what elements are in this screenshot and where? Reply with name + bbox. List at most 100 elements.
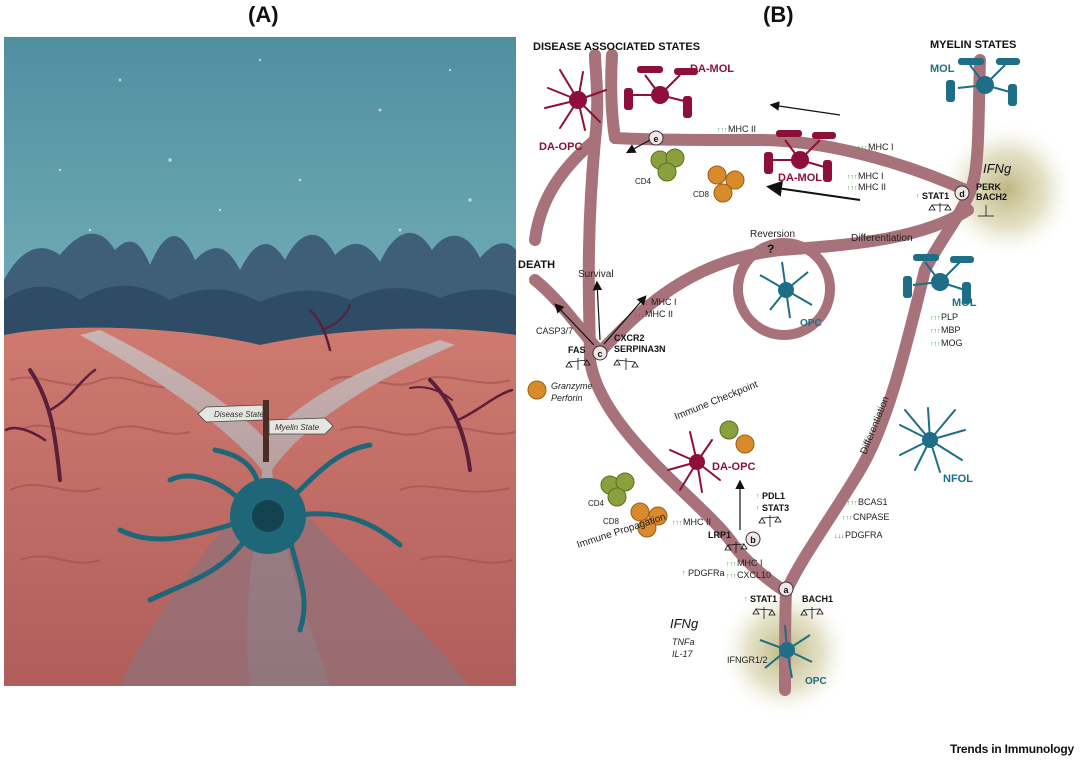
scale-icon-c-left: [565, 358, 591, 370]
cxcl10-label: CXCL10: [737, 570, 771, 580]
reversion-loop: [733, 238, 835, 340]
ifng-top-label: IFNg: [983, 161, 1012, 176]
cd8-top-label: CD8: [693, 190, 710, 199]
a-mhc1-arrows: ↑↑↑: [726, 561, 737, 568]
dead-trees: [4, 304, 514, 482]
bcas1-label: BCAS1: [858, 497, 888, 507]
mol-cell-mid: [903, 254, 974, 304]
granzyme-cell-icon: [527, 380, 547, 400]
arrow-diff-c: [603, 295, 647, 345]
immune-checkpoint-label: Immune Checkpoint: [673, 379, 760, 423]
signpost-right-text: Myelin State: [275, 423, 320, 432]
da-mol-cell-top: [624, 66, 698, 118]
plp-arrows: ↑↑↑: [930, 315, 941, 322]
svg-text:d: d: [959, 189, 965, 199]
mid-mhc2-label: MHC II: [858, 182, 886, 192]
differentiation-top-label: Differentiation: [851, 233, 913, 244]
c-mhc1-label: MHC I: [651, 297, 677, 307]
receptor-label: IFNGR1/2: [727, 655, 768, 665]
pdgfra-n-label: PDGFRA: [845, 530, 883, 540]
nfol-cell: [899, 407, 966, 473]
path-opc-to-mol: [780, 186, 976, 598]
bach2-label: BACH2: [976, 192, 1007, 202]
path-c-to-death: [529, 274, 606, 358]
perk-label: PERK: [976, 182, 1002, 192]
node-a: a: [778, 581, 794, 597]
da-opc-cell-top: [544, 69, 607, 131]
stat3-label: STAT3: [762, 503, 789, 513]
stat1-a-arrow: ↑: [744, 596, 748, 603]
c-mhc2-arrows: ↓↓↓: [634, 312, 645, 319]
svg-text:a: a: [783, 585, 789, 595]
c-mhc1-arrow: ↓: [645, 300, 649, 307]
cnpase-label: CNPASE: [853, 512, 889, 522]
arrow-survival: [592, 280, 603, 341]
svg-text:e: e: [653, 134, 658, 144]
cnpase-arrows: ↑↑↑: [842, 515, 853, 522]
pdl1-label: PDL1: [762, 491, 785, 501]
journal-footer: Trends in Immunology: [949, 742, 1074, 756]
panel-b-label: (B): [763, 2, 794, 27]
reversion-label: Reversion: [750, 229, 795, 240]
mid-mhc2-arrows: ↑↑↑: [847, 185, 858, 192]
opc-bottom-label: OPC: [805, 676, 827, 687]
da-mol-cell-mid: [764, 130, 836, 182]
mid-mhc1-arrows: ↑↑↑: [847, 174, 858, 181]
death-label: DEATH: [518, 259, 555, 271]
e-mhc2-label: MHC II: [728, 124, 756, 134]
bach1-label: BACH1: [802, 594, 833, 604]
node-d: d: [954, 185, 970, 201]
granzyme-label: Granzyme: [551, 381, 593, 391]
mol-top-label: MOL: [930, 63, 955, 75]
casp-label: CASP3/7: [536, 326, 573, 336]
checkpoint-cd4-cell: [719, 420, 739, 440]
da-opc-cell-mid: [667, 431, 721, 493]
scale-icon-d-right: [978, 205, 994, 217]
opc-cell-loop: [759, 261, 813, 319]
opc-cell-bottom: [759, 624, 813, 679]
panel-a-label: (A): [248, 2, 279, 27]
stat1-a-label: STAT1: [750, 594, 777, 604]
il17-label: IL-17: [672, 649, 694, 659]
immune-cells-bottom: [600, 472, 668, 538]
cxcl10-arrows: ↑↑↑: [726, 573, 737, 580]
signpost-left-text: Disease State: [214, 410, 264, 419]
tnfa-label: TNFa: [672, 637, 695, 647]
mog-label: MOG: [941, 338, 963, 348]
mbp-arrows: ↑↑↑: [930, 328, 941, 335]
opc-loop-label: OPC: [800, 318, 822, 329]
e-mhc2-arrows: ↑↑↑: [717, 127, 728, 134]
perforin-label: Perforin: [551, 393, 583, 403]
lrp1-label: LRP1: [708, 530, 731, 540]
serpina3n-label: SERPINA3N: [614, 344, 666, 354]
signpost: Disease State Myelin State: [197, 400, 334, 462]
arrow-e: [625, 139, 651, 154]
stat1-d-label: STAT1: [922, 191, 949, 201]
arrow-top-left: [769, 101, 841, 116]
stat1-d-arrow: ↑: [916, 193, 920, 200]
pdgfra-n-arrows: ↓↓↓: [834, 533, 845, 540]
c-mhc2-label: MHC II: [645, 309, 673, 319]
node-b: b: [745, 531, 761, 547]
node-c: c: [592, 345, 608, 361]
da-opc-top-label: DA-OPC: [539, 141, 582, 153]
mhc1-top-arrows: ↑↑↑: [857, 145, 868, 152]
plp-label: PLP: [941, 312, 958, 322]
scale-icon-c-right: [613, 358, 639, 370]
mol-mid-label: MOL: [952, 297, 977, 309]
direction-arrows: [554, 101, 861, 530]
cd8-bottom-label: CD8: [603, 517, 620, 526]
a-mhc1-label: MHC I: [737, 558, 763, 568]
scale-icon-a-left: [752, 607, 776, 619]
path-e-to-da-mol: [605, 49, 621, 144]
arrow-mid-left: [766, 180, 861, 201]
path-to-death-upper: [529, 134, 601, 246]
da-mol-top-label: DA-MOL: [690, 63, 734, 75]
ifng-bottom-label: IFNg: [670, 616, 699, 631]
da-opc-mid-label: DA-OPC: [712, 461, 755, 473]
survival-label: Survival: [578, 269, 614, 280]
checkpoint-cd8-cell: [735, 434, 755, 454]
reversion-question: ?: [767, 242, 774, 256]
